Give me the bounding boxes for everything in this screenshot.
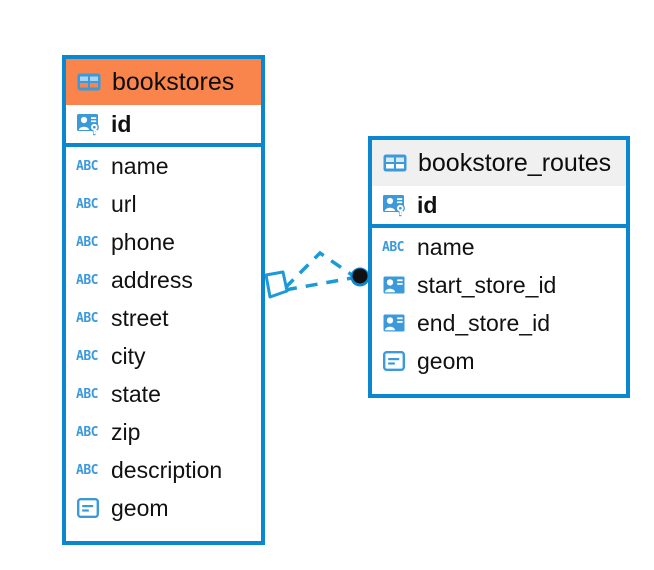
field-label: id	[417, 191, 438, 218]
field-row-city[interactable]: ABC city	[66, 337, 261, 375]
field-row-name[interactable]: ABC name	[66, 147, 261, 185]
abc-glyph: ABC	[76, 348, 98, 364]
text-abc-icon: ABC	[76, 307, 102, 329]
entity-bookstores[interactable]: bookstores	[62, 55, 265, 545]
diamond-endpoint-icon	[264, 270, 289, 299]
field-label: street	[111, 304, 169, 331]
text-abc-icon: ABC	[76, 231, 102, 253]
field-row-description[interactable]: ABC description	[66, 451, 261, 489]
circle-endpoint-icon	[350, 267, 370, 287]
table-icon	[77, 73, 101, 91]
entity-title: bookstores	[112, 67, 235, 96]
field-label: address	[111, 266, 193, 293]
entity-title: bookstore_routes	[418, 148, 612, 177]
entity-header-bookstores: bookstores	[66, 59, 261, 105]
field-label: geom	[417, 347, 475, 374]
field-label: phone	[111, 228, 175, 255]
field-row-end-store-id[interactable]: end_store_id	[372, 304, 626, 342]
field-row-geom[interactable]: geom	[66, 489, 261, 527]
primary-key-icon	[77, 114, 99, 136]
field-row-geom[interactable]: geom	[372, 342, 626, 380]
relationship-line-start-store-id	[284, 276, 353, 292]
field-label: zip	[111, 418, 141, 445]
abc-glyph: ABC	[76, 272, 98, 288]
field-label: start_store_id	[417, 271, 557, 298]
abc-glyph: ABC	[382, 239, 404, 255]
entity-header-bookstore-routes: bookstore_routes	[372, 140, 626, 186]
field-label: geom	[111, 494, 169, 521]
abc-glyph: ABC	[76, 310, 98, 326]
text-abc-icon: ABC	[382, 236, 408, 258]
field-row-id[interactable]: id	[372, 186, 626, 228]
field-label: description	[111, 456, 223, 483]
foreign-key-icon	[383, 314, 405, 332]
text-abc-icon: ABC	[76, 421, 102, 443]
field-row-state[interactable]: ABC state	[66, 375, 261, 413]
field-row-start-store-id[interactable]: start_store_id	[372, 266, 626, 304]
field-label: id	[111, 110, 132, 137]
field-label: city	[111, 342, 146, 369]
abc-glyph: ABC	[76, 158, 98, 174]
field-label: end_store_id	[417, 309, 550, 336]
field-row-url[interactable]: ABC url	[66, 185, 261, 223]
relationship-line-end-store-id	[283, 250, 356, 290]
foreign-key-icon	[383, 276, 405, 294]
field-list-bookstore-routes: id ABC name start_store_id	[372, 186, 626, 380]
text-abc-icon: ABC	[76, 345, 102, 367]
field-label: url	[111, 190, 137, 217]
abc-glyph: ABC	[76, 196, 98, 212]
geometry-icon	[383, 351, 406, 372]
abc-glyph: ABC	[76, 386, 98, 402]
field-label: name	[111, 152, 169, 179]
field-list-bookstores: id ABC name ABC url ABC phone ABC addres…	[66, 105, 261, 527]
field-row-street[interactable]: ABC street	[66, 299, 261, 337]
field-label: name	[417, 233, 475, 260]
text-abc-icon: ABC	[76, 155, 102, 177]
field-row-name[interactable]: ABC name	[372, 228, 626, 266]
field-row-address[interactable]: ABC address	[66, 261, 261, 299]
table-icon	[383, 154, 407, 172]
field-label: state	[111, 380, 161, 407]
field-row-id[interactable]: id	[66, 105, 261, 147]
text-abc-icon: ABC	[76, 383, 102, 405]
entity-bookstore-routes[interactable]: bookstore_routes	[368, 136, 630, 398]
abc-glyph: ABC	[76, 424, 98, 440]
text-abc-icon: ABC	[76, 193, 102, 215]
primary-key-icon	[383, 195, 405, 217]
text-abc-icon: ABC	[76, 459, 102, 481]
abc-glyph: ABC	[76, 234, 98, 250]
field-row-zip[interactable]: ABC zip	[66, 413, 261, 451]
geometry-icon	[77, 498, 100, 519]
abc-glyph: ABC	[76, 462, 98, 478]
field-row-phone[interactable]: ABC phone	[66, 223, 261, 261]
text-abc-icon: ABC	[76, 269, 102, 291]
